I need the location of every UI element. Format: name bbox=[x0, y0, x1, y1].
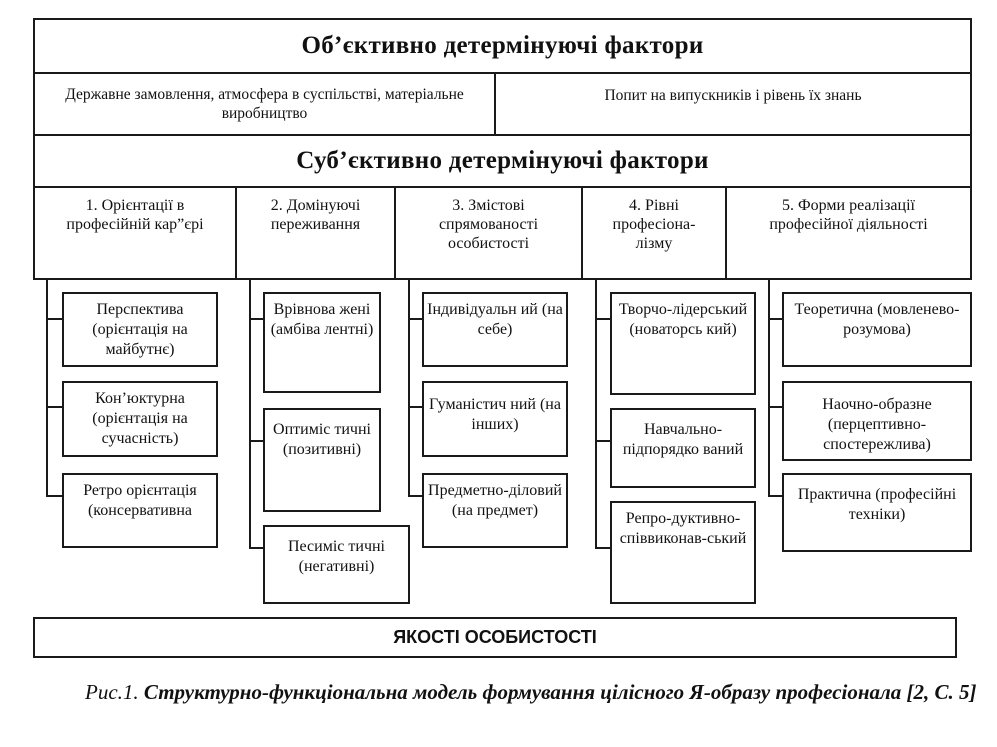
caption-prefix: Рис.1. bbox=[85, 680, 139, 704]
connector-line bbox=[46, 495, 63, 497]
caption-title: Структурно-функціональна модель формуван… bbox=[143, 680, 977, 704]
connector-line bbox=[249, 547, 264, 549]
connector-line bbox=[595, 440, 611, 442]
connector-line bbox=[46, 278, 48, 497]
item-theoretical: Теоретична (мовленево-розумова) bbox=[782, 292, 972, 367]
item-visual-figurative: Наочно-образне (перцептивно-спостережлив… bbox=[782, 381, 972, 461]
item-practical: Практична (професійні техніки) bbox=[782, 473, 972, 552]
connector-line bbox=[768, 406, 783, 408]
column-header-career-orientation: 1. Орієнтації в професійній кар”єрі bbox=[33, 186, 237, 280]
objective-factors-title: Об’єктивно детермінуючі фактори bbox=[33, 18, 972, 74]
connector-line bbox=[768, 318, 783, 320]
connector-line bbox=[408, 406, 423, 408]
connector-line bbox=[46, 406, 63, 408]
figure-caption: Рис.1. Структурно-функціональна модель ф… bbox=[33, 676, 988, 708]
connector-line bbox=[408, 495, 423, 497]
connector-line bbox=[768, 278, 770, 497]
connector-line bbox=[595, 547, 611, 549]
objective-factor-demand: Попит на випускників і рівень їх знань bbox=[494, 72, 972, 136]
item-reproductive: Репро-дуктивно-співвиконав-ський bbox=[610, 501, 756, 604]
connector-line bbox=[408, 318, 423, 320]
connector-line bbox=[408, 278, 410, 497]
item-conjunctural: Кон’юктурна (орієнтація на сучасність) bbox=[62, 381, 218, 457]
column-header-dominant-experiences: 2. Домінуючі переживання bbox=[235, 186, 396, 280]
connector-line bbox=[595, 278, 597, 549]
item-optimistic: Оптиміс тичні (позитивні) bbox=[263, 408, 381, 512]
objective-factor-state: Державне замовлення, атмосфера в суспіль… bbox=[33, 72, 496, 136]
column-header-activity-forms: 5. Форми реалізації професійної діяльнос… bbox=[725, 186, 972, 280]
connector-line bbox=[249, 318, 264, 320]
item-balanced: Врівнова жені (амбіва лентні) bbox=[263, 292, 381, 393]
connector-line bbox=[249, 440, 264, 442]
item-perspective: Перспектива (орієнтація на майбутнє) bbox=[62, 292, 218, 367]
item-individual: Індивідуальн ий (на себе) bbox=[422, 292, 568, 367]
item-educational-subordinate: Навчально-підпорядко ваний bbox=[610, 408, 756, 488]
item-humanistic: Гуманістич ний (на інших) bbox=[422, 381, 568, 457]
connector-line bbox=[249, 278, 251, 549]
personal-qualities-box: ЯКОСТІ ОСОБИСТОСТІ bbox=[33, 617, 957, 658]
connector-line bbox=[595, 318, 611, 320]
connector-line bbox=[46, 318, 63, 320]
column-header-professionalism-levels: 4. Рівні професіона-лізму bbox=[581, 186, 727, 280]
subjective-factors-title: Суб’єктивно детермінуючі фактори bbox=[33, 134, 972, 188]
item-pessimistic: Песиміс тичні (негативні) bbox=[263, 525, 410, 604]
item-creative-leader: Творчо-лідерський (новаторсь кий) bbox=[610, 292, 756, 395]
column-header-content-orientations: 3. Змістові спрямованості особистості bbox=[394, 186, 583, 280]
item-subject-business: Предметно-діловий (на предмет) bbox=[422, 473, 568, 548]
connector-line bbox=[768, 495, 783, 497]
item-retro-orientation: Ретро орієнтація (консервативна bbox=[62, 473, 218, 548]
